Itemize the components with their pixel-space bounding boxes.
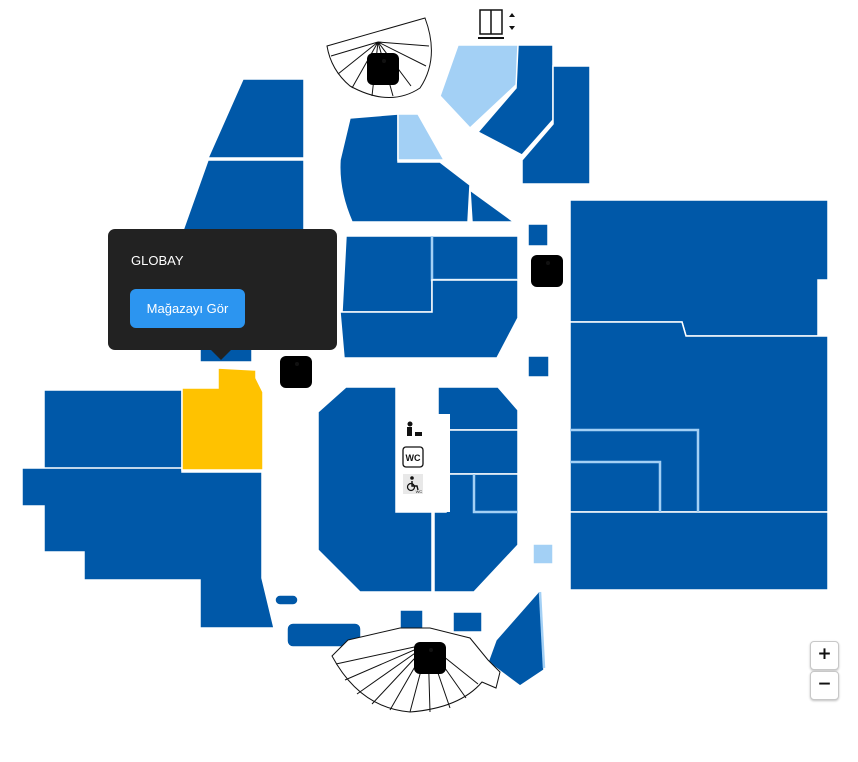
svg-text:WC: WC bbox=[416, 489, 423, 494]
escalator-icon[interactable] bbox=[280, 356, 312, 388]
store-center-upper-3[interactable] bbox=[339, 279, 519, 359]
store-top-center-light[interactable] bbox=[397, 113, 446, 161]
kiosk-bottom-1[interactable] bbox=[274, 594, 299, 606]
kiosk-bottom-3[interactable] bbox=[399, 609, 424, 631]
escalator-icon[interactable] bbox=[367, 53, 399, 85]
store-globay-selected[interactable] bbox=[181, 367, 264, 471]
store-left-1[interactable] bbox=[21, 389, 183, 473]
baby-care-icon[interactable] bbox=[403, 420, 423, 440]
store-right-5[interactable] bbox=[569, 511, 829, 591]
elevator-icon[interactable] bbox=[478, 9, 515, 39]
kiosk-bottom-4[interactable] bbox=[452, 611, 483, 633]
view-store-button[interactable]: Mağazayı Gör bbox=[130, 289, 245, 328]
store-center-lower-3[interactable] bbox=[445, 429, 519, 475]
kiosk-bottom-2[interactable] bbox=[286, 622, 362, 648]
store-center-lower-5[interactable] bbox=[473, 473, 519, 513]
store-left-2[interactable] bbox=[21, 467, 275, 629]
accessible-wc-icon[interactable]: WC bbox=[403, 474, 423, 494]
wc-icon[interactable]: WC bbox=[402, 446, 424, 468]
store-center-upper-2[interactable] bbox=[431, 235, 519, 281]
store-top-center-2[interactable] bbox=[469, 188, 517, 223]
zoom-in-button[interactable]: + bbox=[810, 641, 839, 670]
store-upper-left-1[interactable] bbox=[206, 78, 305, 159]
kiosk-2[interactable] bbox=[527, 355, 550, 378]
store-center-upper-1[interactable] bbox=[341, 235, 433, 313]
popup-store-name: GLOBAY bbox=[131, 253, 184, 268]
store-top-right-1[interactable] bbox=[476, 44, 554, 156]
zoom-out-button[interactable]: − bbox=[810, 671, 839, 700]
escalator-icon[interactable] bbox=[531, 255, 563, 287]
store-right-4[interactable] bbox=[569, 461, 661, 513]
store-top-right-2[interactable] bbox=[521, 65, 591, 185]
store-top-center-1[interactable] bbox=[339, 113, 471, 223]
store-popup: GLOBAY Mağazayı Gör bbox=[108, 229, 337, 360]
store-right-1[interactable] bbox=[569, 199, 829, 337]
svg-text:WC: WC bbox=[406, 453, 421, 463]
kiosk-light[interactable] bbox=[532, 543, 554, 565]
escalator-icon[interactable] bbox=[414, 642, 446, 674]
kiosk-1[interactable] bbox=[527, 223, 549, 247]
